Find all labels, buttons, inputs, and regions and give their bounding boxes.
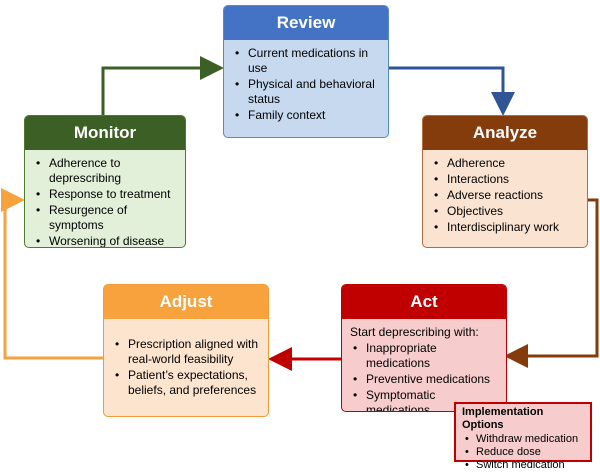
act-item: Preventive medications — [353, 372, 498, 387]
act-title: Act — [342, 285, 506, 319]
analyze-item: Adverse reactions — [434, 188, 579, 203]
implementation-options-list: Withdraw medication Reduce dose Switch m… — [462, 433, 584, 472]
analyze-item: Objectives — [434, 204, 579, 219]
analyze-item: Adherence — [434, 156, 579, 171]
arrow-analyze-to-act — [504, 198, 599, 368]
analyze-box: Analyze Adherence Interactions Adverse r… — [422, 115, 588, 248]
adjust-item: Prescription aligned with real-world fea… — [115, 337, 260, 367]
monitor-list: Adherence to deprescribing Response to t… — [33, 156, 177, 247]
review-item: Family context — [235, 108, 380, 123]
implementation-options-title: Implementation Options — [462, 406, 544, 431]
review-item: Physical and behavioral status — [235, 77, 380, 107]
act-box: Act Start deprescribing with: Inappropri… — [341, 284, 507, 412]
monitor-item: Resurgence of symptoms — [36, 203, 177, 233]
analyze-title: Analyze — [423, 116, 587, 150]
act-list: Inappropriate medications Preventive med… — [350, 341, 498, 411]
monitor-item: Worsening of disease — [36, 234, 177, 247]
monitor-box: Monitor Adherence to deprescribing Respo… — [24, 115, 186, 248]
review-box: Review Current medications in use Physic… — [223, 5, 389, 138]
implementation-options-box: Implementation Options Withdraw medicati… — [454, 402, 592, 472]
arrow-review-to-analyze — [389, 66, 515, 116]
review-title: Review — [224, 6, 388, 40]
monitor-item: Response to treatment — [36, 187, 177, 202]
monitor-title: Monitor — [25, 116, 185, 150]
analyze-item: Interactions — [434, 172, 579, 187]
act-item: Symptomatic medications — [353, 388, 498, 411]
adjust-item: Patient’s expectations, beliefs, and pre… — [115, 368, 260, 398]
adjust-title: Adjust — [104, 285, 268, 319]
adjust-box: Adjust Prescription aligned with real-wo… — [103, 284, 269, 417]
implementation-option: Withdraw medication — [465, 433, 584, 446]
arrow-adjust-to-monitor — [1, 188, 103, 360]
analyze-list: Adherence Interactions Adverse reactions… — [431, 156, 579, 235]
act-item: Inappropriate medications — [353, 341, 498, 371]
implementation-option: Reduce dose — [465, 446, 584, 459]
arrow-monitor-to-review — [101, 56, 224, 115]
monitor-item: Adherence to deprescribing — [36, 156, 177, 186]
act-intro: Start deprescribing with: — [350, 325, 479, 339]
review-item: Current medications in use — [235, 46, 380, 76]
review-list: Current medications in use Physical and … — [232, 46, 380, 123]
adjust-list: Prescription aligned with real-world fea… — [112, 337, 260, 398]
implementation-option: Switch medication — [465, 459, 584, 472]
analyze-item: Interdisciplinary work — [434, 220, 579, 235]
